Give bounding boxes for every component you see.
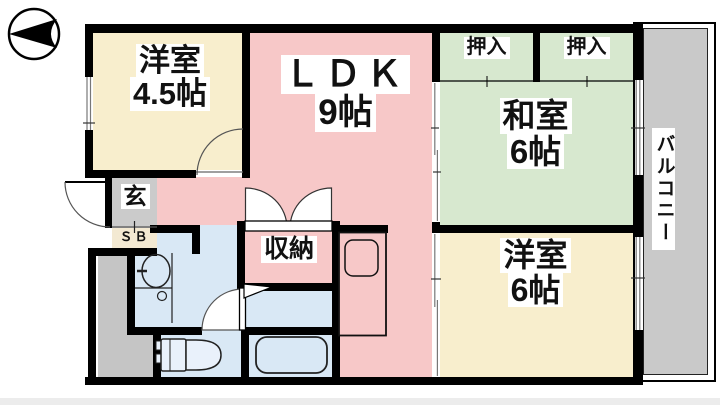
wall-segment <box>633 175 643 237</box>
room-name: 玄 <box>120 184 150 209</box>
wall-segment <box>85 130 93 177</box>
wall-segment <box>432 24 440 82</box>
room-label-yoshitsu6: 洋室 6帖 <box>448 238 623 308</box>
wall-segment <box>150 225 200 233</box>
wall-segment <box>153 327 161 385</box>
wall-segment <box>241 327 340 335</box>
wall-segment <box>340 225 388 233</box>
room-name: ＬＤＫ <box>280 54 410 94</box>
room-size: 4.5帖 <box>129 77 211 111</box>
wall-segment <box>85 170 196 178</box>
wall-segment <box>533 24 540 82</box>
wall-segment <box>105 175 112 228</box>
oshiire-right-label: 押入 <box>540 36 633 59</box>
wall-segment <box>242 24 250 178</box>
room-label-washitsu: 和室 6帖 <box>448 98 623 170</box>
wall-segment <box>85 24 93 77</box>
oshiire-left-label: 押入 <box>440 36 533 59</box>
wall-segment <box>85 24 643 33</box>
wall-segment <box>127 252 135 330</box>
wall-segment <box>88 250 96 385</box>
wall-segment <box>432 225 643 233</box>
wall-segment <box>127 327 202 335</box>
room-size: 6帖 <box>507 272 564 308</box>
genkan-label: 玄 <box>116 184 154 209</box>
room-name: 洋室 <box>500 238 571 273</box>
wall-segment <box>88 248 157 256</box>
wall-segment <box>243 170 250 178</box>
closet-label: 収納 <box>249 236 329 263</box>
room-label-ldk: ＬＤＫ 9帖 <box>258 54 433 132</box>
room-name: 洋室 <box>136 44 204 77</box>
room-name: 収納 <box>260 236 317 263</box>
north-arrow-icon <box>7 7 61 61</box>
room-name: バルコニー <box>652 128 675 250</box>
entry-door-arc <box>64 181 111 228</box>
bottom-edge-strip <box>0 398 720 405</box>
balcony-label: バルコニー <box>652 128 675 250</box>
wall-segment <box>85 377 643 385</box>
hallway-area <box>157 177 250 225</box>
wall-segment <box>633 24 643 80</box>
wall-segment <box>192 225 200 254</box>
wall-segment <box>241 327 249 385</box>
room-size: 9帖 <box>315 94 376 132</box>
wall-segment <box>633 330 643 385</box>
wall-segment <box>237 221 245 291</box>
room-label-yoshitsu45: 洋室 4.5帖 <box>100 44 240 111</box>
room-size: 6帖 <box>506 133 565 170</box>
room-name: 和室 <box>499 98 572 134</box>
void-area <box>98 330 155 377</box>
wall-segment <box>237 283 340 291</box>
shoe-box-label: ＳＢ <box>112 229 157 244</box>
room-name: 押入 <box>463 36 510 59</box>
room-name: ＳＢ <box>119 229 150 244</box>
room-name: 押入 <box>563 36 610 59</box>
wall-segment <box>332 221 340 385</box>
